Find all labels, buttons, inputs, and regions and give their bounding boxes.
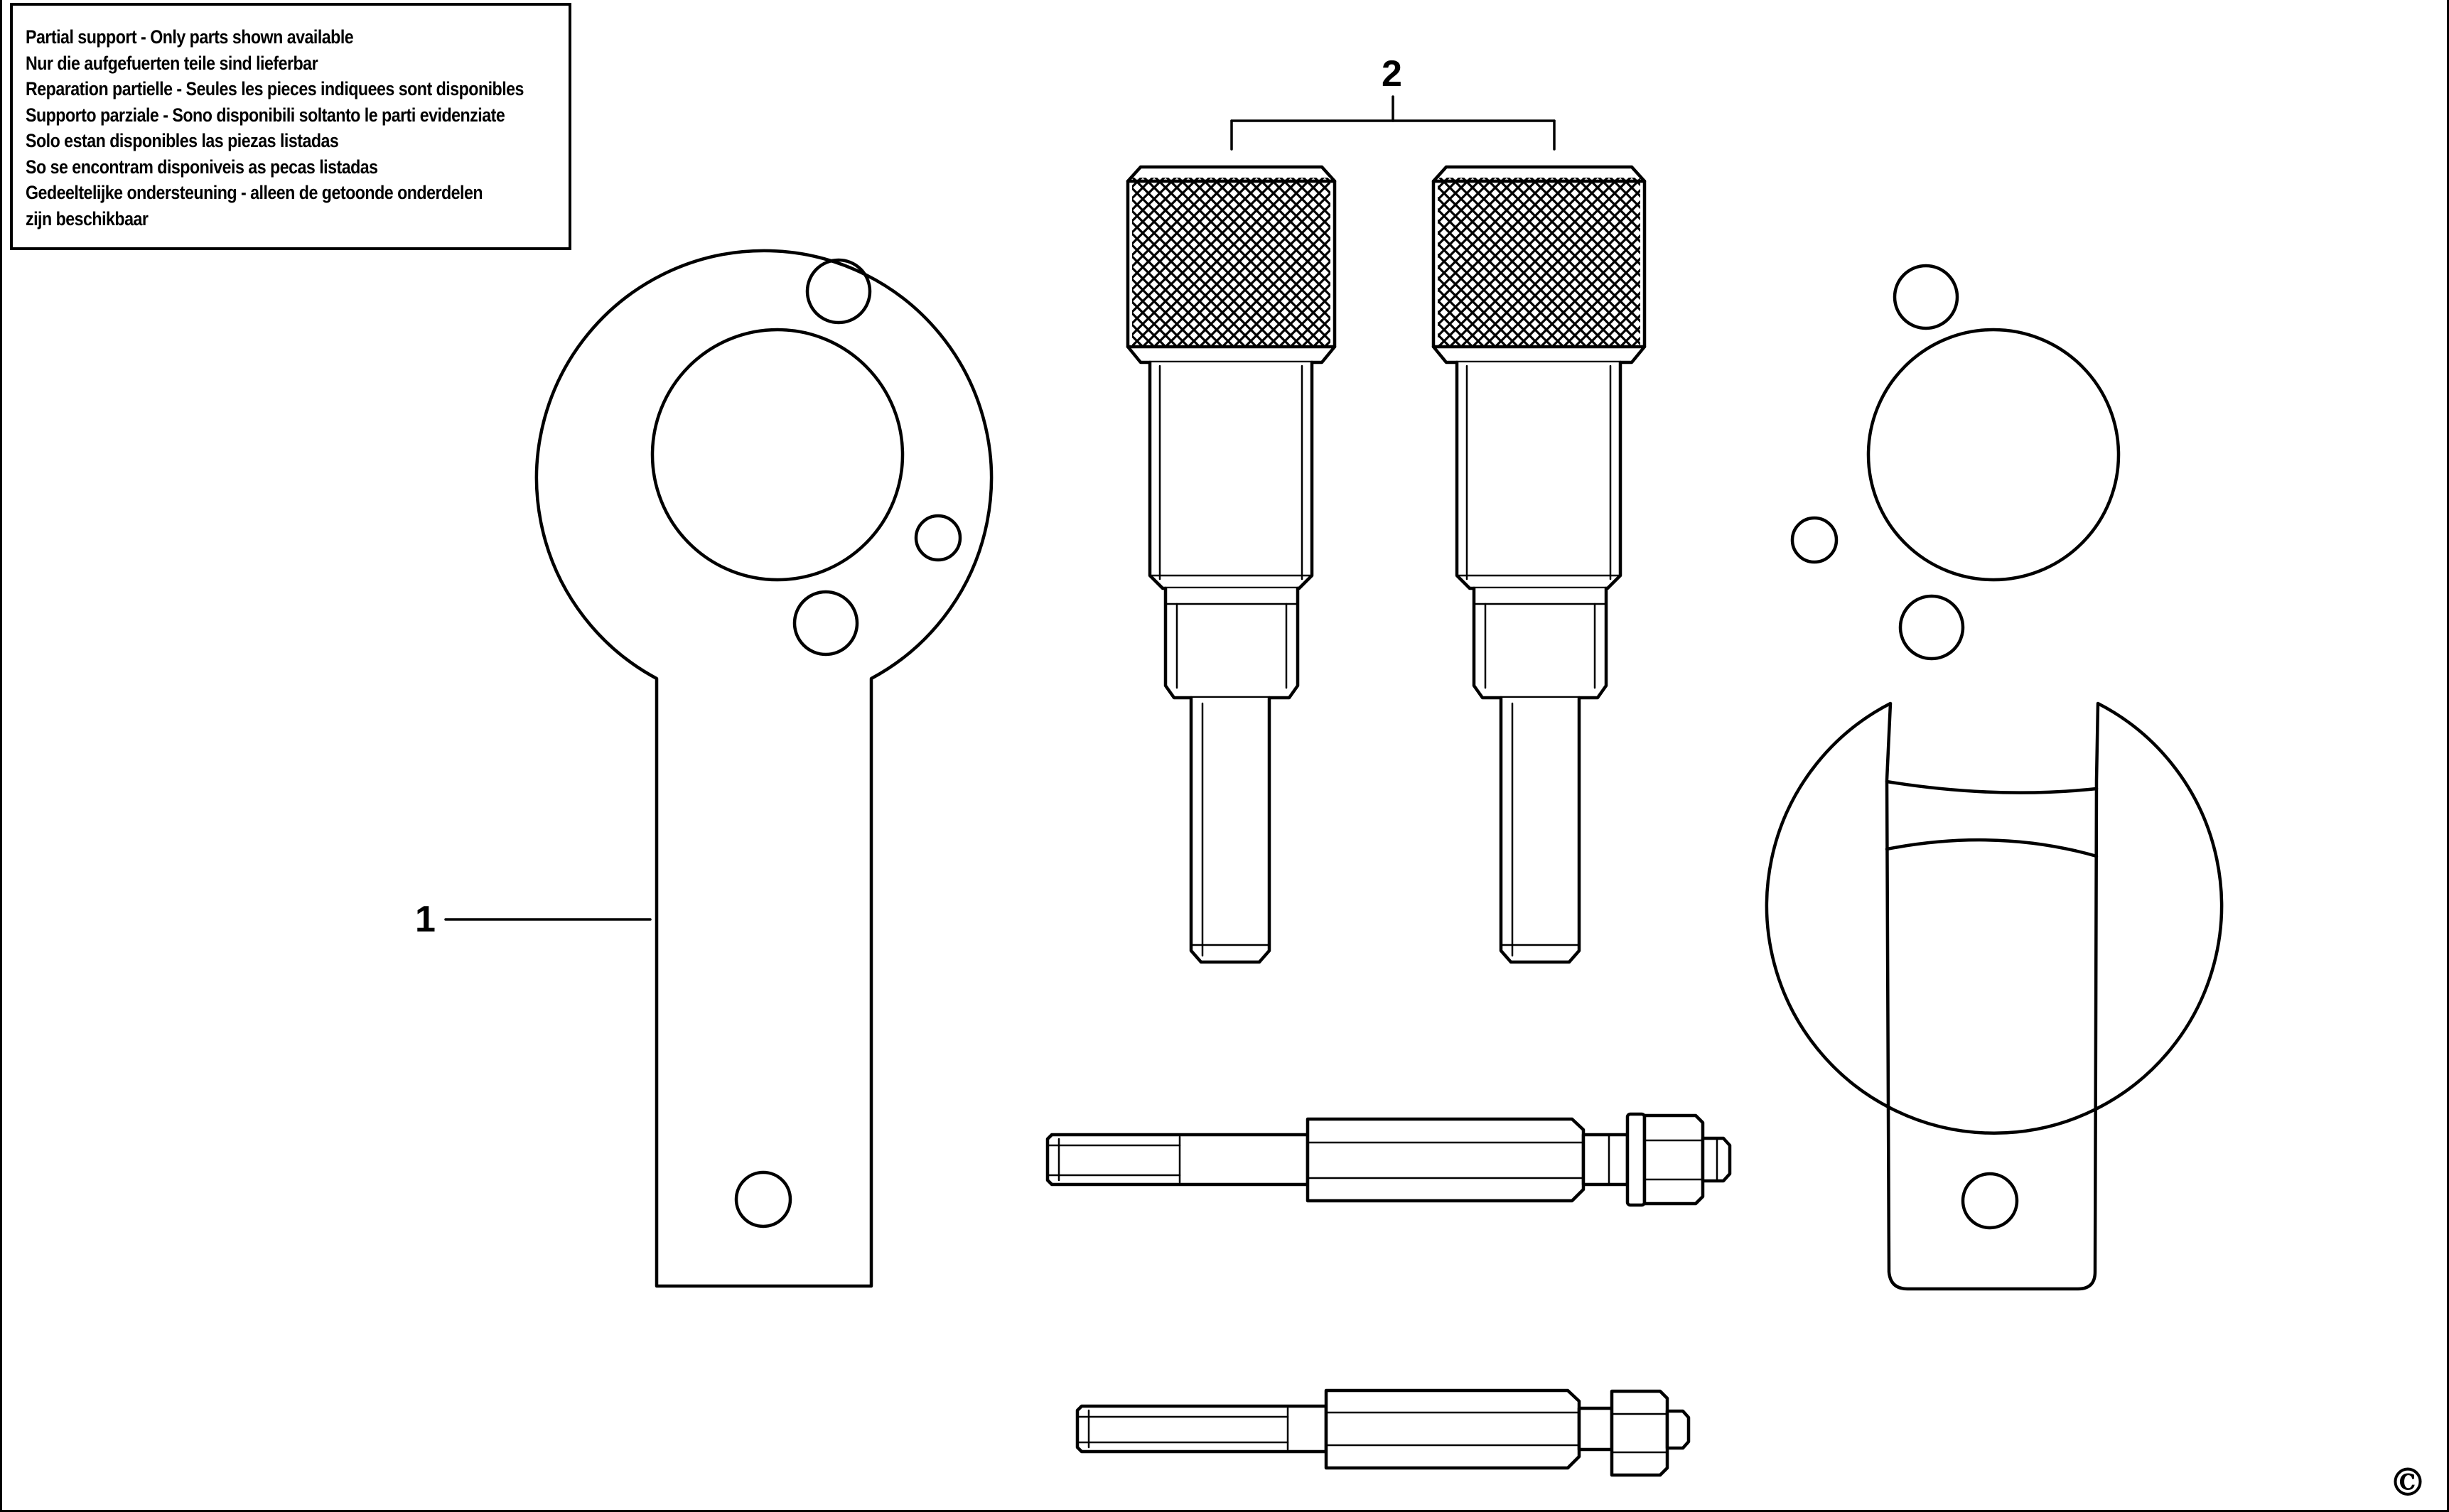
note-line: Solo estan disponibles las piezas listad… — [26, 130, 339, 151]
callout-part-1: 1 — [415, 899, 436, 940]
bore-hole-left — [650, 328, 905, 582]
timing-tool-right — [1765, 264, 2224, 1291]
note-line: So se encontram disponiveis as pecas lis… — [26, 156, 378, 178]
note-line: zijn beschikbaar — [26, 207, 149, 230]
note-line: Partial support - Only parts shown avail… — [26, 26, 354, 48]
callout-part-2: 2 — [1382, 53, 1402, 94]
copyright-mark: © — [2389, 1459, 2427, 1505]
bracket-2 — [1230, 95, 1556, 151]
timing-tool-left — [534, 249, 994, 1288]
threaded-rod-upper — [1045, 1112, 1732, 1207]
availability-note: Partial support - Only parts shown avail… — [10, 3, 571, 250]
note-line: Nur die aufgefuerten teile sind lieferba… — [26, 52, 318, 74]
note-line: Gedeeltelijke ondersteuning - alleen de … — [26, 182, 483, 203]
note-line: Reparation partielle - Seules les pieces… — [26, 78, 524, 99]
locking-pin-left — [1126, 165, 1337, 964]
note-line: Supporto parziale - Sono disponibili sol… — [26, 104, 505, 126]
threaded-rod-lower — [1075, 1388, 1691, 1477]
locking-pin-right — [1431, 165, 1647, 964]
